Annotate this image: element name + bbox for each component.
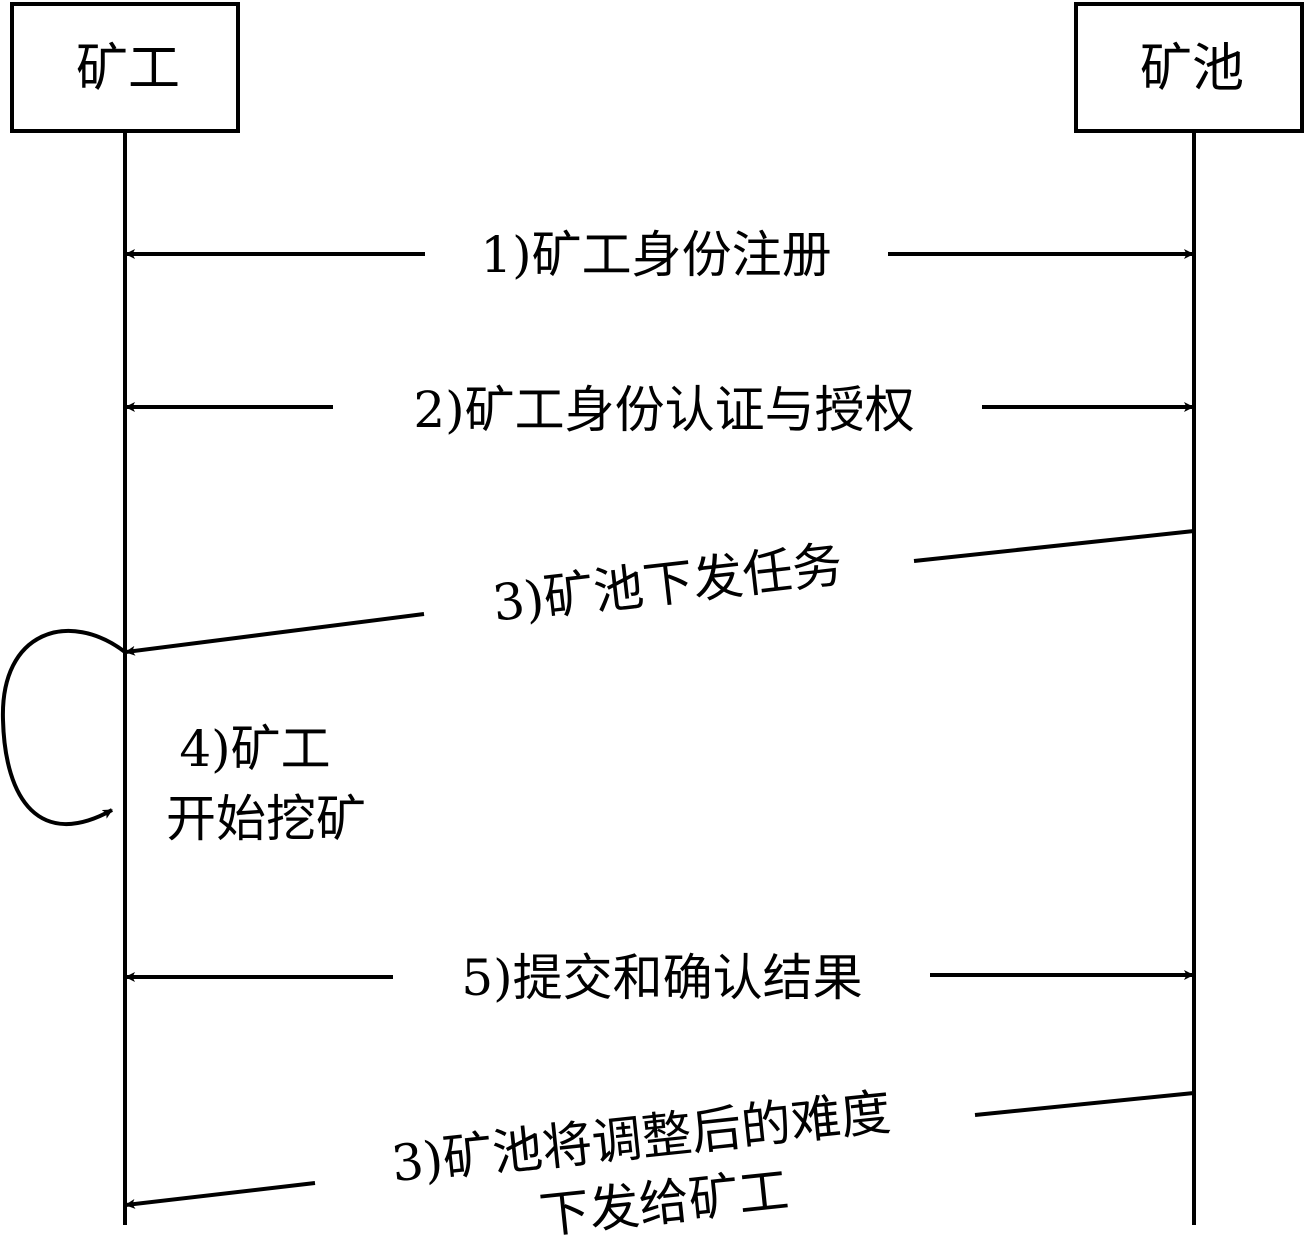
message-4: 4)矿工 开始挖矿 [0,629,366,848]
message-2-label: 2)矿工身份认证与授权 [413,381,914,439]
message-6-arrow [125,1181,316,1209]
participant-pool-label: 矿池 [1140,39,1244,99]
message-5: 5)提交和确认结果 [125,949,1194,1007]
message-3-arrow [125,612,425,656]
message-3-label: 3)矿池下发任务 [490,535,846,632]
message-1-label: 1)矿工身份注册 [480,226,831,284]
message-1: 1)矿工身份注册 [125,226,1194,284]
message-5-label: 5)提交和确认结果 [461,949,862,1007]
message-3: 3)矿池下发任务 [125,529,1195,656]
message-2: 2)矿工身份认证与授权 [125,381,1194,439]
message-6: 3)矿池将调整后的难度 下发给矿工 [125,1083,1195,1245]
message-4-label-line1: 4)矿工 [179,720,330,778]
message-6-line-upper [974,1091,1195,1117]
participant-pool: 矿池 [1074,2,1304,133]
participant-miner: 矿工 [10,2,240,133]
self-loop-arrow [0,629,127,826]
message-4-label-line2: 开始挖矿 [166,790,366,848]
message-3-line-upper [913,529,1195,563]
participant-miner-label: 矿工 [76,39,180,99]
